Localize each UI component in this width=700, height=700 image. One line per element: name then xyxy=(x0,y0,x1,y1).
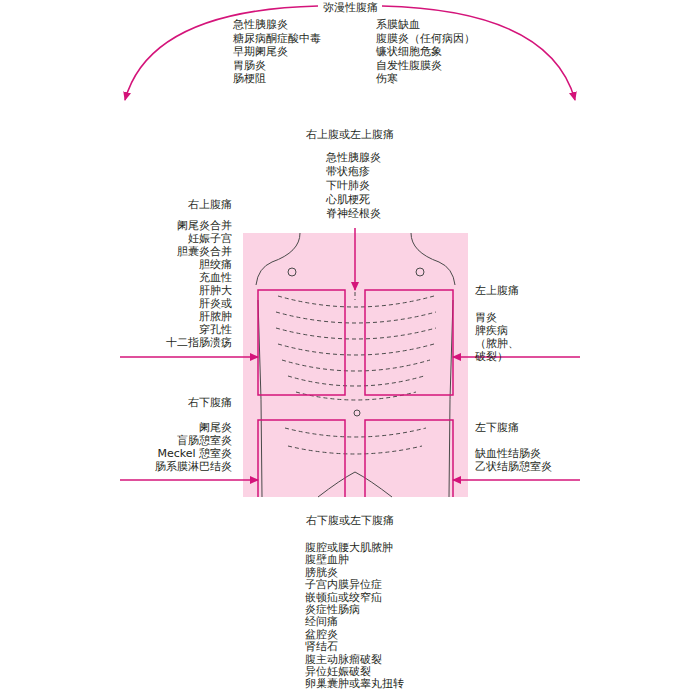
cause-item: 自发性腹膜炎 xyxy=(376,59,442,72)
cause-item: 盆腔炎 xyxy=(305,629,338,641)
cause-item: 乙状结肠憩室炎 xyxy=(475,460,552,473)
region-heading: 左上腹痛 xyxy=(475,284,519,297)
quadrant-frames xyxy=(258,290,453,497)
region-heading: 右下腹痛 xyxy=(188,396,232,409)
region-heading: 右上腹痛 xyxy=(188,198,232,211)
cause-item: 膀胱炎 xyxy=(305,567,338,579)
cause-item: 阑尾炎 xyxy=(199,421,232,434)
cause-item: 脾疾病 （脓肿、破裂） xyxy=(475,324,519,363)
cause-item: 腹壁血肿 xyxy=(305,554,349,566)
cause-item: 穿孔性 十二指肠溃疡 xyxy=(166,323,232,349)
cause-item: 早期阑尾炎 xyxy=(233,45,288,58)
cause-item: 嵌顿疝或绞窄疝 xyxy=(305,592,382,604)
cause-item: 异位妊娠破裂 xyxy=(305,666,371,678)
cause-item: 胆囊炎合并 胆绞痛 xyxy=(177,245,232,271)
cause-item: 镰状细胞危象 xyxy=(376,45,442,58)
cause-item: 系膜缺血 xyxy=(376,18,420,31)
region-heading: 左下腹痛 xyxy=(475,421,519,434)
cause-item: 糖尿病酮症酸中毒 xyxy=(233,32,321,45)
cause-item: 带状疱疹 xyxy=(326,165,370,178)
cause-item: 充血性 肝肿大 xyxy=(199,271,232,297)
cause-item: 炎症性肠病 xyxy=(305,604,360,616)
cause-item: 胃炎 xyxy=(475,311,497,324)
cause-item: 肾结石 xyxy=(305,641,338,653)
cause-item: 子宫内膜异位症 xyxy=(305,579,382,591)
section-heading: 弥漫性腹痛 xyxy=(323,1,378,14)
section-heading: 右上腹或左上腹痛 xyxy=(306,128,394,141)
cause-item: 腹主动脉瘤破裂 xyxy=(305,654,382,666)
cause-item: Meckel 憩室炎 xyxy=(157,447,232,460)
cause-item: 急性胰腺炎 xyxy=(326,151,381,164)
cause-item: 肠系膜淋巴结炎 xyxy=(155,460,232,473)
cause-item: 卵巢囊肿或睾丸扭转 xyxy=(305,678,404,690)
cause-item: 腹腔或腰大肌脓肿 xyxy=(305,542,393,554)
cause-item: 急性胰腺炎 xyxy=(233,18,288,31)
cause-item: 心肌梗死 xyxy=(326,193,370,206)
pointer-arrows xyxy=(120,6,580,480)
cause-item: 经间痛 xyxy=(305,616,338,628)
cause-item: 肠梗阻 xyxy=(233,72,266,85)
cause-item: 缺血性结肠炎 xyxy=(475,447,541,460)
cause-item: 阑尾炎合并 妊娠子宫 xyxy=(177,219,232,245)
rib-cage xyxy=(276,292,436,454)
cause-item: 腹膜炎（任何病因） xyxy=(376,32,475,45)
cause-item: 伤寒 xyxy=(376,72,398,85)
cause-item: 下叶肺炎 xyxy=(326,179,370,192)
cause-item: 脊神经根炎 xyxy=(326,207,381,220)
section-heading: 右下腹或左下腹痛 xyxy=(306,514,394,527)
cause-item: 胃肠炎 xyxy=(233,59,266,72)
cause-item: 盲肠憩室炎 xyxy=(177,434,232,447)
cause-item: 肝炎或 肝脓肿 xyxy=(199,297,232,323)
